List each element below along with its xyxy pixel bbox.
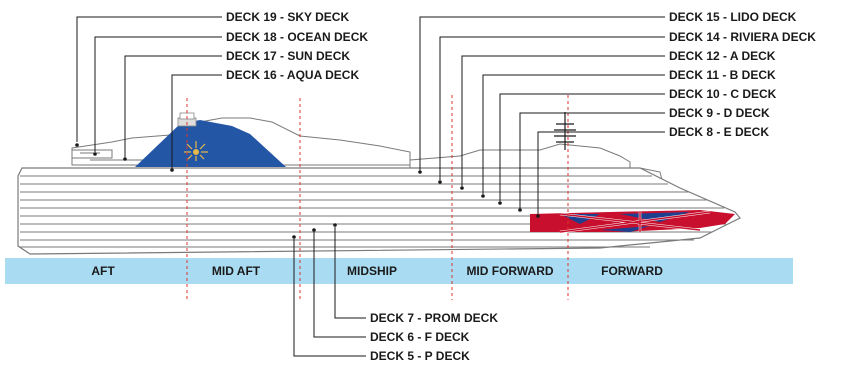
deck-8-label: DECK 8 - E DECK: [669, 125, 769, 139]
zone-aft: AFT: [91, 264, 115, 278]
deck-19-label: DECK 19 - SKY DECK: [226, 10, 349, 24]
union-jack-livery: [530, 210, 735, 234]
deck-12-label: DECK 12 - A DECK: [669, 49, 776, 63]
deck-9-label: DECK 9 - D DECK: [669, 106, 770, 120]
deck-labels-lower: DECK 7 - PROM DECK DECK 6 - F DECK DECK …: [370, 311, 498, 363]
waterline-band: [5, 258, 793, 284]
deck-18-label: DECK 18 - OCEAN DECK: [226, 30, 368, 44]
deck-11-label: DECK 11 - B DECK: [669, 68, 776, 82]
mast-icon: [554, 112, 576, 150]
deck-15-label: DECK 15 - LIDO DECK: [669, 10, 797, 24]
leaders-right: [418, 16, 665, 218]
deck-17-label: DECK 17 - SUN DECK: [226, 49, 350, 63]
deck-labels-upper: DECK 19 - SKY DECK DECK 18 - OCEAN DECK …: [226, 10, 368, 82]
zone-mid-forward: MID FORWARD: [466, 264, 553, 278]
leaders-lower: [292, 223, 366, 357]
deck-16-label: DECK 16 - AQUA DECK: [226, 68, 359, 82]
deck-14-label: DECK 14 - RIVIERA DECK: [669, 30, 816, 44]
leaders-upper: [75, 16, 222, 172]
zone-dividers: [186, 95, 569, 300]
deck-5-label: DECK 5 - P DECK: [370, 349, 470, 363]
hull: [17, 167, 741, 255]
zone-forward: FORWARD: [601, 264, 663, 278]
zone-midship: MIDSHIP: [347, 264, 397, 278]
zone-mid-aft: MID AFT: [212, 264, 261, 278]
deck-10-label: DECK 10 - C DECK: [669, 87, 777, 101]
deck-labels-right: DECK 15 - LIDO DECK DECK 14 - RIVIERA DE…: [669, 10, 816, 139]
deck-6-label: DECK 6 - F DECK: [370, 330, 470, 344]
deck-7-label: DECK 7 - PROM DECK: [370, 311, 498, 325]
zone-labels: AFT MID AFT MIDSHIP MID FORWARD FORWARD: [91, 264, 663, 278]
